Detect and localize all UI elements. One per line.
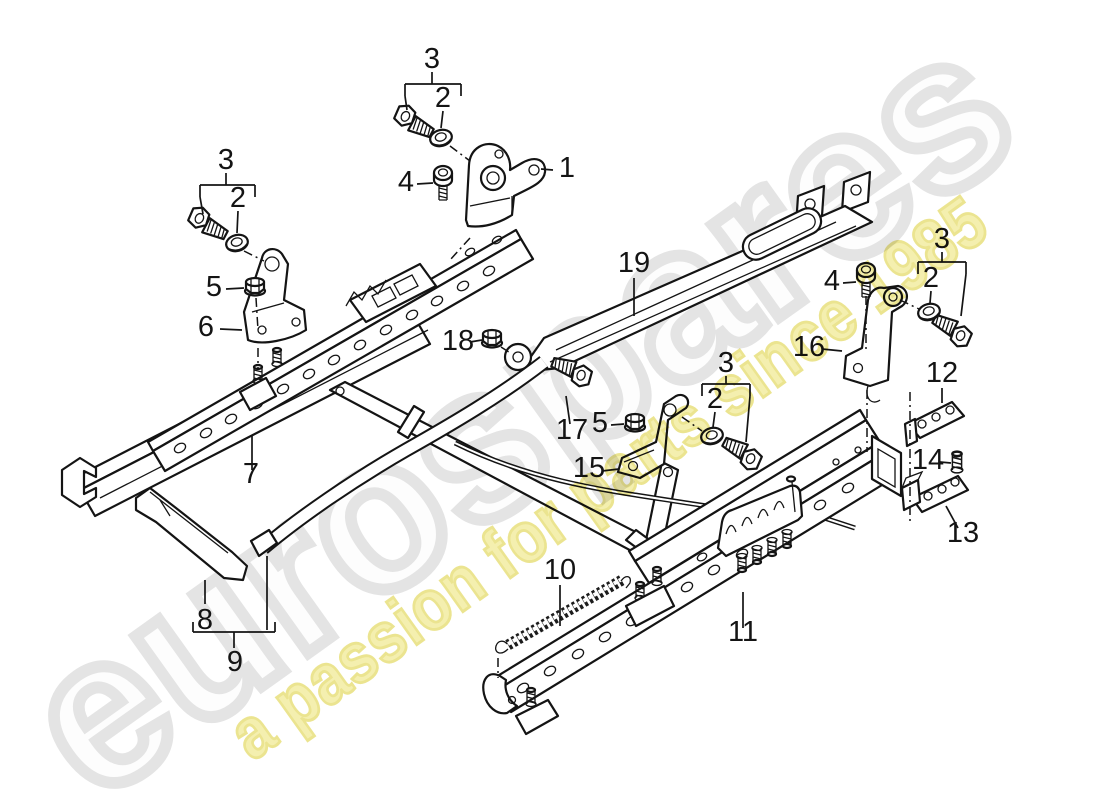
part-15-bracket <box>616 393 690 480</box>
callout-8: 8 <box>197 604 213 636</box>
stud <box>270 346 284 368</box>
leader-lines <box>192 72 967 678</box>
part-16-bracket <box>842 284 908 403</box>
callout-14: 14 <box>912 444 944 476</box>
callout-5-middle: 5 <box>592 407 608 439</box>
part-10-spring <box>495 575 632 654</box>
callout-2-right: 2 <box>923 262 939 294</box>
bolt-group-b <box>184 202 234 244</box>
callout-17: 17 <box>556 414 588 446</box>
part-14-pin <box>949 450 965 475</box>
part-13-plate <box>900 470 970 514</box>
part-11-lower-rail <box>482 408 903 736</box>
part-6-bracket <box>242 248 308 344</box>
callout-1: 1 <box>559 152 575 184</box>
callout-19: 19 <box>618 247 650 279</box>
callout-13: 13 <box>947 517 979 549</box>
part-19-arm <box>503 170 874 374</box>
callout-labels: 1 3 2 3 2 3 2 3 2 4 4 5 5 6 7 8 9 10 11 … <box>197 43 979 678</box>
part-8-blade <box>134 486 249 582</box>
callout-11: 11 <box>728 616 758 648</box>
latch-spring-zigzag <box>345 279 387 307</box>
callout-4-top: 4 <box>398 166 414 198</box>
callout-3-top: 3 <box>424 43 440 75</box>
callout-9: 9 <box>227 646 243 678</box>
callout-2-middle: 2 <box>707 383 723 415</box>
callout-7: 7 <box>243 458 259 490</box>
callout-2-top: 2 <box>435 82 451 114</box>
callout-6: 6 <box>198 311 214 343</box>
callout-3-left: 3 <box>218 144 234 176</box>
callout-12: 12 <box>926 357 958 389</box>
callout-4-right: 4 <box>824 265 840 297</box>
part-18-nut <box>480 328 504 349</box>
callout-3-middle: 3 <box>718 347 734 379</box>
callout-18: 18 <box>442 325 474 357</box>
callout-5-left: 5 <box>206 271 222 303</box>
callout-15: 15 <box>573 452 605 484</box>
callout-16: 16 <box>793 331 825 363</box>
callout-10: 10 <box>544 554 576 586</box>
washer-nut-group-b <box>223 231 251 255</box>
part-9-lever-tube <box>249 356 549 558</box>
part-upper-slide-rail <box>146 228 535 473</box>
callout-2-left: 2 <box>230 182 246 214</box>
part-1-bracket <box>464 142 547 228</box>
part-12-plate <box>903 400 966 448</box>
latch-pack <box>716 475 804 574</box>
callout-3-right: 3 <box>934 223 950 255</box>
part-5-nut-left <box>243 276 267 297</box>
part-4-screw-top <box>432 164 454 202</box>
